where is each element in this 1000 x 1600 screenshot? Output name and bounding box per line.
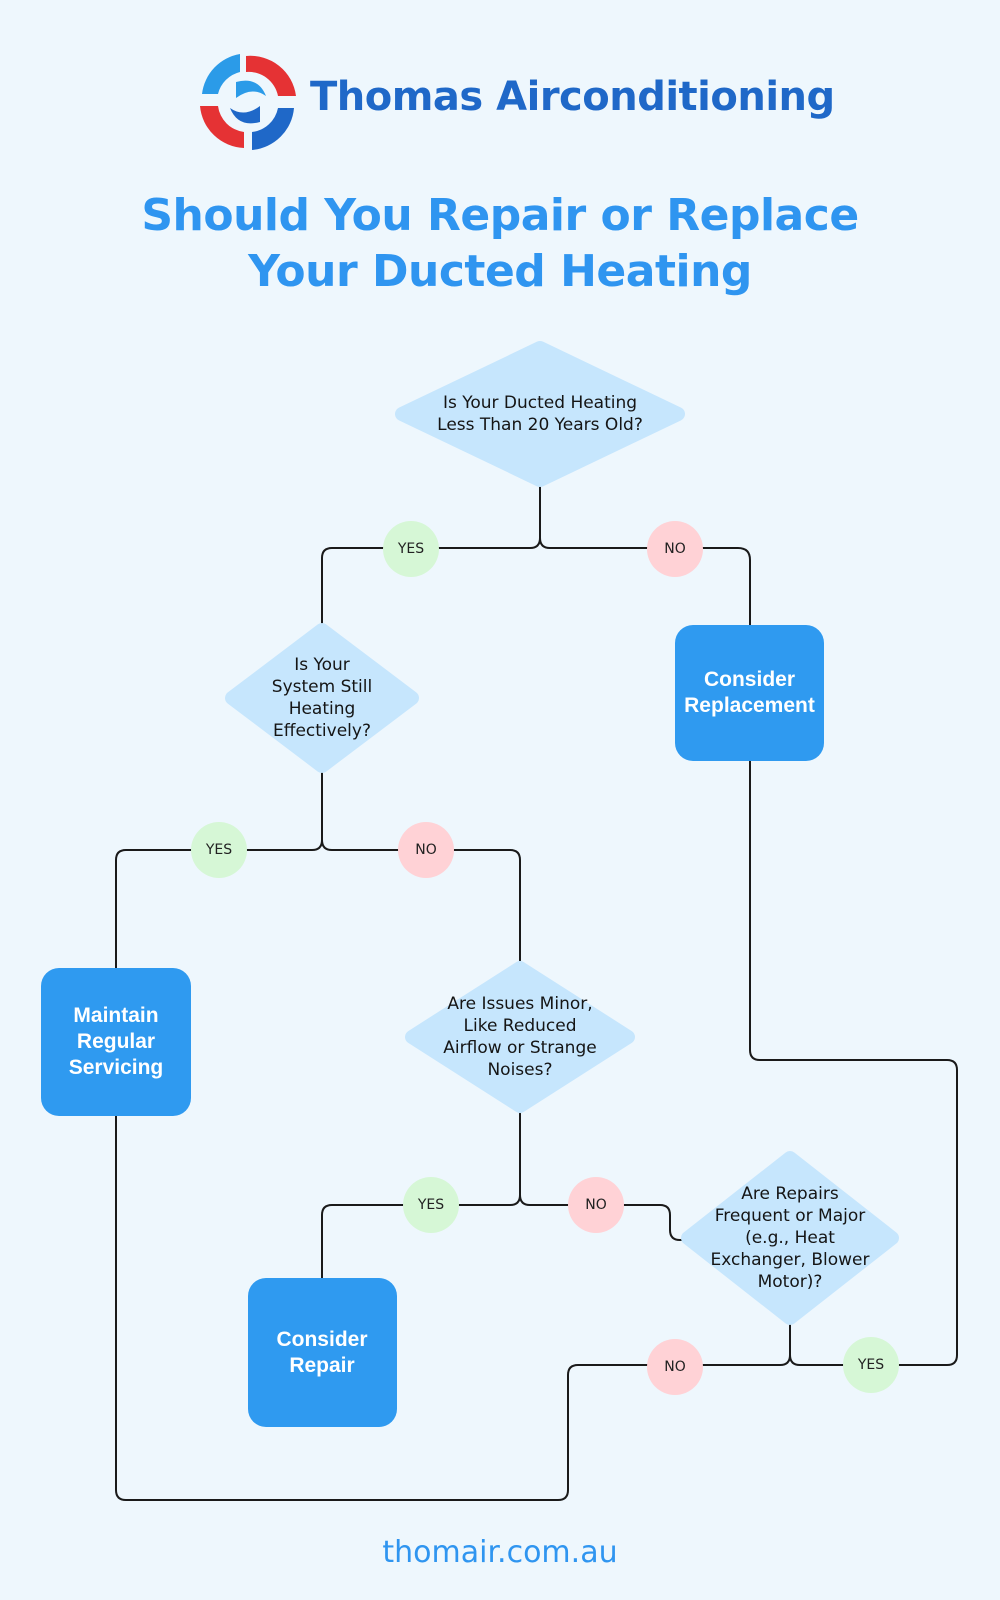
action-repair-label: Consider Repair (276, 1327, 368, 1377)
decision-minor-diamond (405, 961, 635, 1113)
yes-badge-age: YES (383, 521, 439, 577)
connector-heating-no (321, 839, 521, 968)
action-replacement-box (675, 625, 824, 761)
no-badge-age: NO (647, 521, 703, 577)
no-badge-major: NO (647, 1339, 703, 1395)
decision-age-diamond (395, 341, 685, 487)
yes-badge-minor: YES (403, 1177, 459, 1233)
no-badge-heating: NO (398, 822, 454, 878)
decision-major-text: Are Repairs Frequent or Major (e.g., Hea… (710, 1184, 870, 1292)
decision-minor-text: Are Issues Minor, Like Reduced Airflow o… (443, 994, 597, 1080)
yes-badge-major: YES (843, 1337, 899, 1393)
action-servicing-box (41, 968, 191, 1116)
page-title-line-1: Should You Repair or Replace (141, 190, 859, 241)
connector-replacement-down (749, 760, 958, 1366)
footer-website-link[interactable]: thomair.com.au (382, 1535, 618, 1570)
decision-major-diamond (681, 1151, 899, 1325)
connector-age-no (539, 537, 751, 625)
swirl-logo-icon (200, 54, 296, 150)
connector-major-no (115, 1115, 791, 1501)
action-replacement-label: Consider Replacement (684, 668, 815, 717)
connector-minor-no (519, 1194, 705, 1241)
decision-age-text: Is Your Ducted Heating Less Than 20 Year… (437, 393, 643, 435)
page-title-line-2: Your Ducted Heating (248, 246, 752, 297)
no-badge-minor: NO (568, 1177, 624, 1233)
yes-badge-heating: YES (191, 822, 247, 878)
action-shapes (41, 625, 824, 1427)
decision-heating-diamond (225, 623, 419, 773)
brand-name: Thomas Airconditioning (310, 74, 835, 120)
decision-shapes (225, 341, 899, 1325)
decision-heating-text: Is Your System Still Heating Effectively… (271, 655, 373, 741)
action-repair-box (248, 1278, 397, 1427)
action-servicing-label: Maintain Regular Servicing (68, 1004, 164, 1079)
